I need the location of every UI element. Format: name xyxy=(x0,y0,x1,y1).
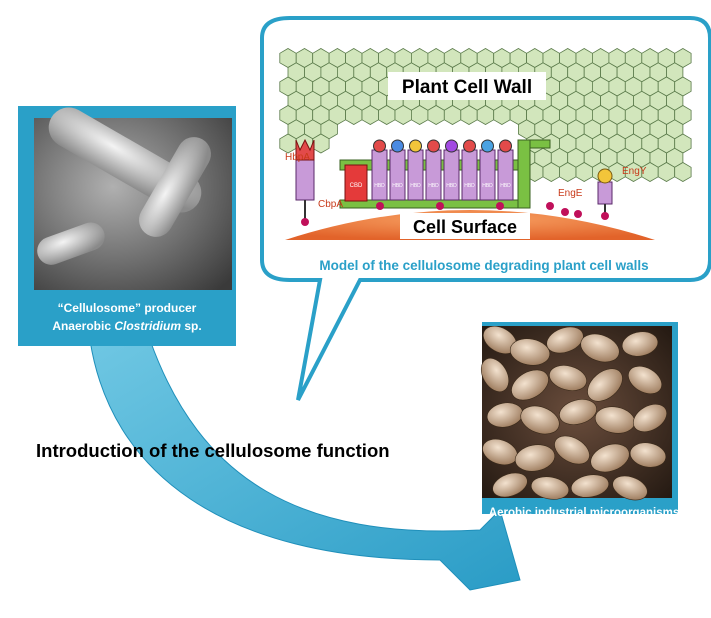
oval-cell xyxy=(612,475,648,501)
oval-cell xyxy=(632,403,668,433)
clostridium-photo-panel xyxy=(18,106,236,346)
hbpa-head xyxy=(295,138,315,161)
curved-arrow xyxy=(89,339,521,591)
hbd-block xyxy=(389,149,406,201)
engy-head xyxy=(597,168,613,184)
cell-surface-label: Cell Surface xyxy=(413,217,517,237)
plant-cell-wall-lattice xyxy=(279,48,692,182)
cellulosome-complex: CBD HBD HBD HBD HBD HBD HBD HBD HBD HbpA CbpA E… xyxy=(285,138,647,226)
hbd-block xyxy=(443,149,460,201)
enzyme-head xyxy=(427,139,440,153)
cell-surface-label-bg xyxy=(400,213,530,239)
oval-cell xyxy=(509,338,551,366)
anchor-dot xyxy=(376,202,384,210)
enzyme-head xyxy=(445,139,458,153)
hbpa-label: HbpA xyxy=(285,152,310,163)
aerobic-photo-panel xyxy=(480,322,678,514)
engy-anchor xyxy=(601,212,609,220)
hbd-block xyxy=(371,149,388,201)
enzyme-head xyxy=(499,139,512,153)
oval-cell xyxy=(530,476,570,500)
oval-cell xyxy=(549,365,587,391)
cbd-block xyxy=(344,164,368,202)
hbd-label: HBD xyxy=(392,183,403,189)
hbd-block xyxy=(461,149,478,201)
enzyme-head xyxy=(463,139,476,153)
oval-cell xyxy=(514,444,556,472)
oval-cell xyxy=(570,474,610,498)
scaffold-right xyxy=(517,139,531,209)
oval-cell xyxy=(590,443,630,473)
enzyme-head xyxy=(391,139,404,153)
plant-cell-wall-label-bg xyxy=(388,72,546,100)
cbpa-label: CbpA xyxy=(318,199,343,210)
hbd-label: HBD xyxy=(428,183,439,189)
oval-cell xyxy=(480,357,510,393)
oval-cell xyxy=(559,399,597,425)
plant-cell-wall-label: Plant Cell Wall xyxy=(402,77,532,98)
anchor-dot xyxy=(574,210,582,218)
producer-caption-line2: Anaerobic Clostridium sp. xyxy=(52,319,201,333)
enge-label: EngE xyxy=(558,188,583,199)
hbd-block xyxy=(479,149,496,201)
hbd-label: HBD xyxy=(500,183,511,189)
enzyme-head xyxy=(409,139,422,153)
oval-cell xyxy=(492,472,528,498)
oval-cell xyxy=(511,369,549,401)
scaffold-arm xyxy=(529,139,551,149)
hbpa-anchor xyxy=(301,218,309,226)
main-caption: Introduction of the cellulosome function xyxy=(36,440,390,461)
anchor-dot xyxy=(496,202,504,210)
hbd-label: HBD xyxy=(446,183,457,189)
enzyme-head xyxy=(481,139,494,153)
hbpa-body xyxy=(295,159,315,201)
anchor-dot xyxy=(546,202,554,210)
oval-cell xyxy=(587,368,623,402)
hbd-block xyxy=(407,149,424,201)
oval-cell xyxy=(580,333,620,363)
hbd-label: HBD xyxy=(482,183,493,189)
oval-cell xyxy=(627,365,663,395)
hbd-label: HBD xyxy=(410,183,421,189)
anchor-dot xyxy=(436,202,444,210)
hbd-block xyxy=(425,149,442,201)
producer-caption-line1: “Cellulosome” producer xyxy=(58,301,197,315)
engy-label: EngY xyxy=(622,166,647,177)
rod-bacteria xyxy=(37,107,211,265)
hbd-block xyxy=(497,149,514,201)
oval-cell xyxy=(554,435,590,465)
anchor-dot xyxy=(561,208,569,216)
oval-cell xyxy=(629,442,667,468)
hbd-label: HBD xyxy=(374,183,385,189)
hbd-label: HBD xyxy=(464,183,475,189)
cbd-label: CBD xyxy=(350,183,363,189)
aerobic-caption: Aerobic industrial microorganisms xyxy=(489,507,679,519)
hbd-blocks: HBD HBD HBD HBD HBD HBD HBD HBD xyxy=(371,139,514,201)
oval-bacteria xyxy=(480,325,668,501)
hexagon xyxy=(674,162,692,182)
enzyme-head xyxy=(373,139,386,153)
oval-cell xyxy=(520,405,560,435)
oval-cell xyxy=(546,326,584,354)
engy-body xyxy=(597,181,613,205)
model-caption: Model of the cellulosome degrading plant… xyxy=(319,258,648,273)
oval-cell xyxy=(621,331,659,357)
